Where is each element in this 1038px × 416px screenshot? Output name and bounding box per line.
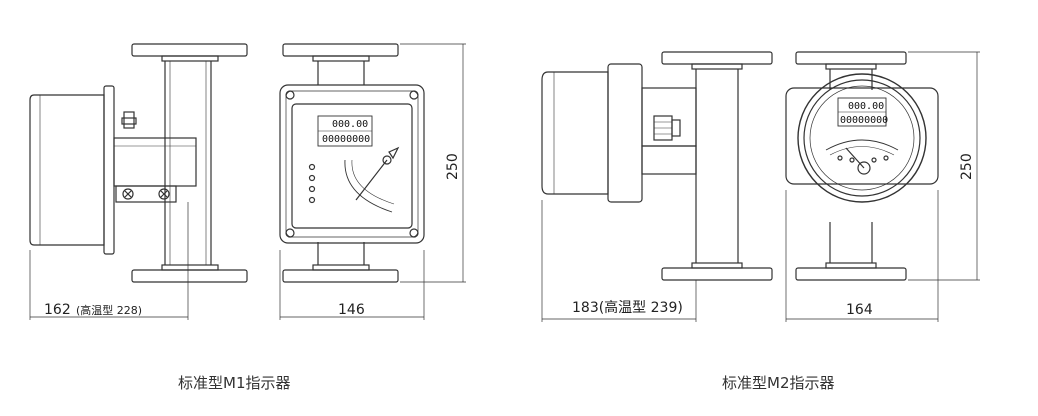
m2-lcd-bottom: 00000000 xyxy=(840,115,888,126)
m2-lcd-top: 000.00 xyxy=(848,101,884,112)
m1-lcd-top: 000.00 xyxy=(332,119,368,130)
m2-caption: 标准型M2指示器 xyxy=(722,374,835,392)
m2-side-view xyxy=(541,51,773,322)
m2-front-width-dim: 164 xyxy=(846,302,873,318)
m2-front-view xyxy=(785,51,980,322)
m1-height-dim: 250 xyxy=(445,153,461,180)
m1-front-view xyxy=(279,43,466,320)
m1-caption: 标准型M1指示器 xyxy=(178,374,291,392)
m1-side-view xyxy=(29,43,248,320)
m1-side-width-hot-dim: (高温型 228) xyxy=(76,303,142,317)
m2-side-width-dim: 183(高温型 239) xyxy=(572,299,683,316)
m1-lcd-bottom: 00000000 xyxy=(322,134,370,145)
m1-front-width-dim: 146 xyxy=(338,302,365,318)
m1-side-width-dim: 162 xyxy=(44,302,71,318)
m2-height-dim: 250 xyxy=(959,153,975,180)
